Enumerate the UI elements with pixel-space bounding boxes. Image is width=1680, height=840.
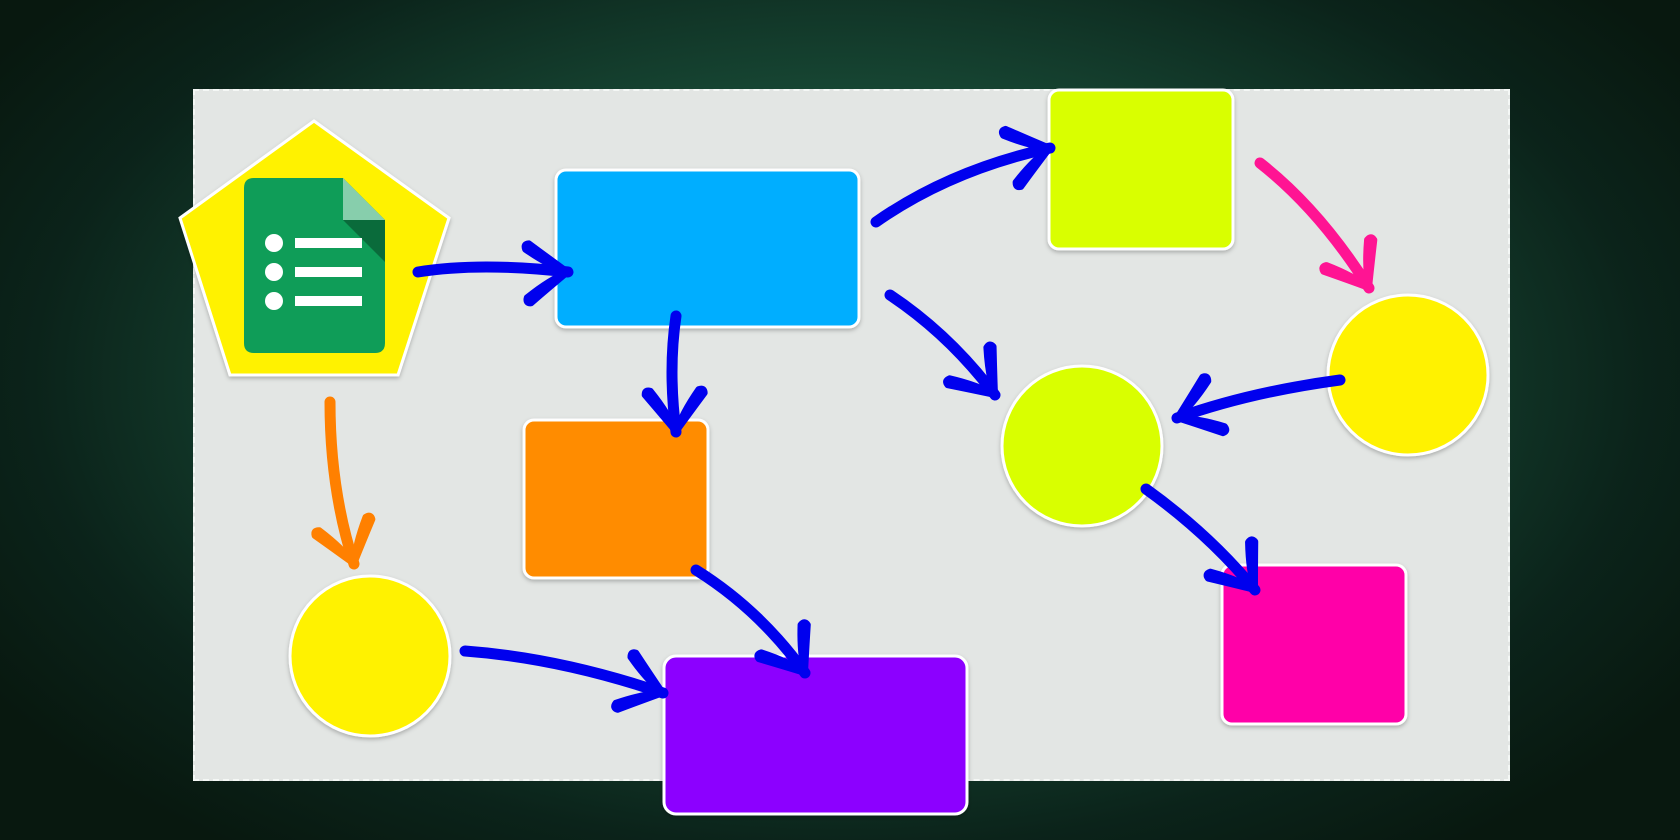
blue-to-lime-circle-arrow[interactable] (884, 289, 1018, 414)
pentagon-to-blue-arrow[interactable] (412, 240, 574, 307)
yellow-circle-left-node[interactable] (288, 574, 452, 738)
yellow-left-to-purple-arrow[interactable] (459, 645, 672, 722)
blue-to-lime-square-arrow[interactable] (870, 119, 1058, 228)
lime-circle-node[interactable] (1000, 364, 1164, 528)
blue-rect-node[interactable] (554, 168, 861, 329)
yellow-to-lime-circle-arrow[interactable] (1167, 373, 1346, 446)
purple-rect-node[interactable] (662, 654, 969, 816)
lime-circle-to-magenta-arrow[interactable] (1140, 483, 1279, 608)
orange-to-purple-arrow[interactable] (690, 564, 830, 690)
google-forms-icon (244, 178, 385, 353)
lime-square-to-yellow-arrow[interactable] (1254, 157, 1394, 304)
yellow-circle-right-node[interactable] (1326, 293, 1490, 457)
magenta-square-node[interactable] (1220, 563, 1408, 726)
orange-square-node[interactable] (522, 418, 710, 580)
pentagon-to-yellow-left-arrow[interactable] (311, 396, 382, 572)
lime-square-node[interactable] (1047, 88, 1235, 251)
blue-to-orange-arrow[interactable] (641, 310, 708, 438)
